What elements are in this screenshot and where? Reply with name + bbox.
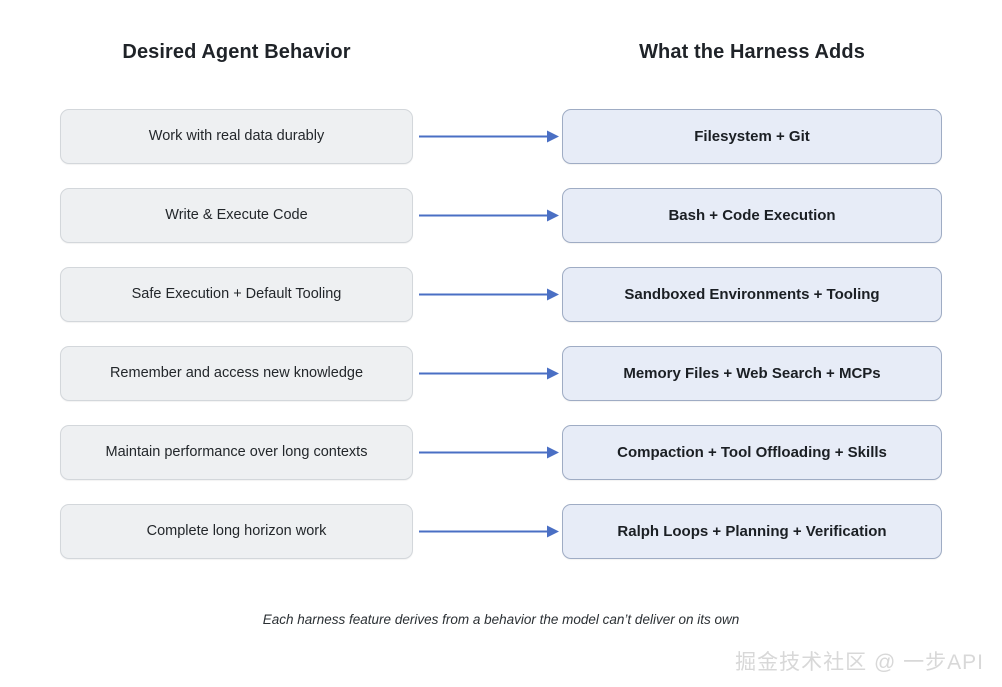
diagram-row: Safe Execution + Default Tooling Sandbox… — [0, 267, 1002, 322]
diagram-row: Maintain performance over long contexts … — [0, 425, 1002, 480]
harness-node[interactable]: Filesystem + Git — [562, 109, 942, 164]
watermark: 掘金技术社区 @ 一步API — [735, 651, 984, 674]
diagram-row: Remember and access new knowledge Memory… — [0, 346, 1002, 401]
behavior-node[interactable]: Write & Execute Code — [60, 188, 413, 243]
harness-node[interactable]: Sandboxed Environments + Tooling — [562, 267, 942, 322]
behavior-node[interactable]: Complete long horizon work — [60, 504, 413, 559]
diagram-row: Write & Execute Code Bash + Code Executi… — [0, 188, 1002, 243]
behavior-node[interactable]: Maintain performance over long contexts — [60, 425, 413, 480]
harness-node[interactable]: Memory Files + Web Search + MCPs — [562, 346, 942, 401]
arrow-right-icon — [419, 523, 559, 540]
arrow-right-icon — [419, 207, 559, 224]
diagram-row: Complete long horizon work Ralph Loops +… — [0, 504, 1002, 559]
diagram-caption: Each harness feature derives from a beha… — [262, 612, 740, 627]
arrow-right-icon — [419, 128, 559, 145]
behavior-node[interactable]: Remember and access new knowledge — [60, 346, 413, 401]
harness-node[interactable]: Compaction + Tool Offloading + Skills — [562, 425, 942, 480]
harness-node[interactable]: Ralph Loops + Planning + Verification — [562, 504, 942, 559]
column-header-what-the-harness-adds: What the Harness Adds — [639, 41, 865, 63]
behavior-node[interactable]: Safe Execution + Default Tooling — [60, 267, 413, 322]
arrow-right-icon — [419, 444, 559, 461]
behavior-node[interactable]: Work with real data durably — [60, 109, 413, 164]
diagram-row: Work with real data durably Filesystem +… — [0, 109, 1002, 164]
arrow-right-icon — [419, 365, 559, 382]
column-header-desired-agent-behavior: Desired Agent Behavior — [122, 41, 351, 63]
arrow-right-icon — [419, 286, 559, 303]
harness-node[interactable]: Bash + Code Execution — [562, 188, 942, 243]
